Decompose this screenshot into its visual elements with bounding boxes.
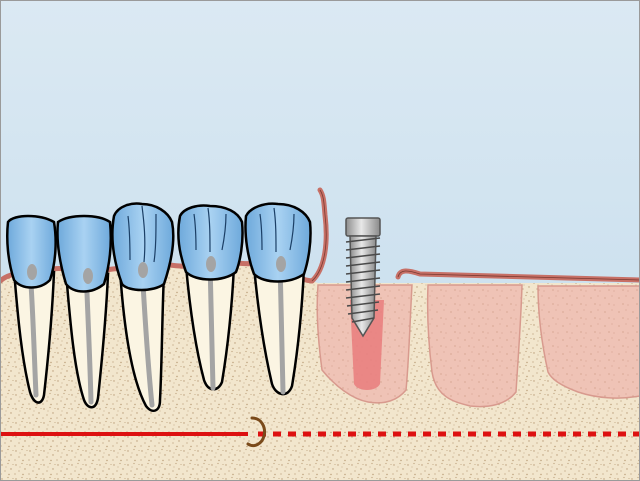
tooth-4 bbox=[177, 204, 244, 391]
tooth-3 bbox=[111, 202, 175, 413]
tooth-1 bbox=[6, 214, 57, 404]
tooth-2 bbox=[56, 214, 112, 409]
implant-threads bbox=[345, 237, 381, 323]
root-canal bbox=[207, 259, 216, 391]
tooth-5 bbox=[244, 202, 312, 396]
socket-middle bbox=[426, 284, 523, 408]
tooth-crown bbox=[6, 214, 57, 289]
nerve-marker bbox=[246, 416, 266, 448]
socket-right bbox=[537, 285, 640, 399]
implant bbox=[345, 217, 381, 338]
implant-cap bbox=[345, 217, 381, 237]
tooth-crown bbox=[56, 214, 112, 293]
tooth-crown bbox=[111, 202, 175, 292]
tooth-root bbox=[118, 268, 166, 413]
